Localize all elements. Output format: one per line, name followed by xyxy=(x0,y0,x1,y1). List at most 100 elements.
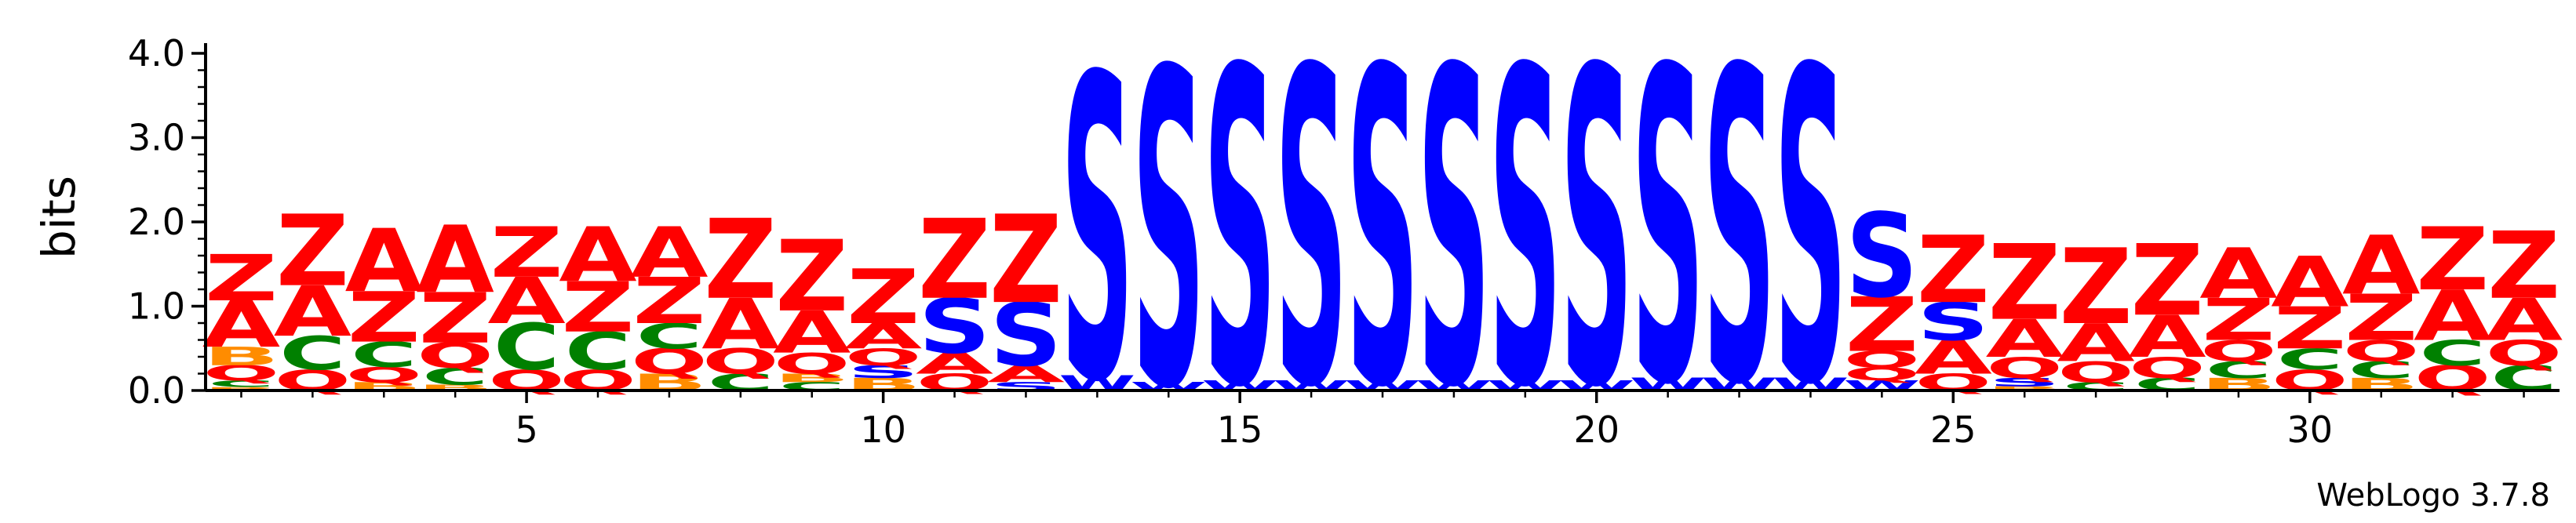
logo-letter-z: Z xyxy=(2130,223,2203,338)
logo-letter-c: C xyxy=(279,326,345,380)
y-ticks: 0.0 1.0 2.0 3.0 4.0 xyxy=(128,32,206,412)
logo-letter-s: S xyxy=(1774,0,1846,479)
logo-letter-a: A xyxy=(1915,331,1992,385)
logo-letter-z: Z xyxy=(1917,217,1990,325)
logo-letter-c: C xyxy=(494,311,559,385)
logo-letter-b: B xyxy=(1986,385,2063,392)
logo-letter-c: C xyxy=(208,379,274,390)
logo-letter-q: Q xyxy=(2343,335,2420,369)
logo-letter-z: Z xyxy=(632,264,705,338)
logo-letter-a: A xyxy=(202,288,280,361)
logo-letter-s: S xyxy=(1703,0,1775,479)
x-tick-label: 15 xyxy=(1217,409,1263,451)
logo-letter-s: S xyxy=(1061,0,1133,474)
logo-letter-a: A xyxy=(630,212,708,293)
logo-letter-z: Z xyxy=(918,195,991,324)
logo-letter-s: S xyxy=(1988,376,2060,389)
logo-letter-s: S xyxy=(1346,0,1419,483)
logo-letter-a: A xyxy=(417,207,494,314)
logo-letter-s: S xyxy=(1631,0,1703,479)
logo-letter-z: Z xyxy=(989,189,1062,331)
logo-letter-z: Z xyxy=(490,212,563,293)
x-ticks: 5 10 15 20 25 30 xyxy=(240,390,2525,451)
logo-letter-s: S xyxy=(918,283,990,371)
logo-letter-s: S xyxy=(1917,292,1989,353)
logo-letter-a: A xyxy=(701,284,779,365)
logo-letter-z: Z xyxy=(419,278,492,359)
logo-letter-q: Q xyxy=(2129,351,2206,385)
logo-letter-c: C xyxy=(351,335,417,376)
x-tick-label: 30 xyxy=(2287,409,2334,451)
logo-letter-s: S xyxy=(1275,0,1347,483)
logo-letter-b: B xyxy=(203,342,280,372)
logo-letter-a: A xyxy=(2199,234,2277,314)
logo-letter-s: S xyxy=(1845,189,1918,324)
logo-letter-z: Z xyxy=(348,278,421,358)
logo-letter-a: A xyxy=(345,212,424,312)
logo-letter-c: C xyxy=(636,316,702,357)
logo-letter-q: Q xyxy=(702,341,779,382)
logo-letter-q: Q xyxy=(774,347,851,381)
logo-letter-a: A xyxy=(2128,303,2206,371)
logo-letter-q: Q xyxy=(1986,351,2063,385)
logo-letter-z: Z xyxy=(847,253,920,341)
logo-letter-a: A xyxy=(844,316,922,357)
logo-letter-a: A xyxy=(773,299,851,366)
logo-letter-a: A xyxy=(987,361,1065,387)
logo-letter-z: Z xyxy=(1845,281,1918,369)
logo-letter-a: A xyxy=(559,211,637,299)
x-tick-label: 25 xyxy=(1930,409,1977,451)
logo-letter-a: A xyxy=(2414,276,2491,357)
logo-letter-c: C xyxy=(422,363,488,390)
logo-letter-q: Q xyxy=(845,343,922,370)
logo-glyph-layer: BCQBAZQCAZBQCZABCQZAQCAZQCZABQCZACQAZCBQ… xyxy=(202,0,2563,485)
logo-letter-a: A xyxy=(2057,313,2134,373)
logo-letter-q: Q xyxy=(345,363,422,387)
logo-letter-s: S xyxy=(1132,0,1204,485)
logo-letter-a: A xyxy=(487,264,565,338)
logo-letter-q: Q xyxy=(417,336,494,376)
logo-letter-c: C xyxy=(2277,343,2343,376)
logo-letter-c: C xyxy=(2419,333,2485,374)
logo-letter-q: Q xyxy=(2057,356,2134,390)
logo-letter-z: Z xyxy=(205,242,278,315)
logo-letter-z: Z xyxy=(2345,281,2418,355)
logo-letter-z: Z xyxy=(704,195,777,324)
logo-letter-q: Q xyxy=(1844,365,1921,385)
y-axis-label: bits xyxy=(32,176,86,259)
logo-letter-a: A xyxy=(916,347,993,381)
logo-letter-z: Z xyxy=(1988,223,2061,343)
y-tick-label: 1.0 xyxy=(128,285,185,328)
logo-letter-q: Q xyxy=(631,341,708,382)
logo-letter-a: A xyxy=(2342,220,2420,314)
logo-letter-a: A xyxy=(274,271,352,352)
logo-letter-s: S xyxy=(1418,0,1490,483)
weblogo-credit: WebLogo 3.7.8 xyxy=(2316,478,2550,514)
logo-letter-s: S xyxy=(989,285,1062,386)
logo-letter-z: Z xyxy=(775,219,848,333)
logo-letter-z: Z xyxy=(2416,210,2489,311)
x-tick-label: 10 xyxy=(860,409,906,451)
logo-letter-s: S xyxy=(1489,0,1561,483)
logo-letter-q: Q xyxy=(203,361,280,386)
logo-letter-q: Q xyxy=(2200,335,2277,369)
logo-letter-z: Z xyxy=(561,267,634,348)
logo-letter-a: A xyxy=(1986,309,2064,369)
logo-letter-q: Q xyxy=(1844,347,1921,373)
y-tick-label: 0.0 xyxy=(128,369,185,412)
logo-letter-q: Q xyxy=(2486,333,2563,374)
x-tick-label: 5 xyxy=(515,409,537,451)
logo-letter-z: Z xyxy=(2060,227,2133,347)
logo-letter-c: C xyxy=(565,321,631,382)
y-tick-label: 2.0 xyxy=(128,201,185,243)
logo-letter-c: C xyxy=(2206,356,2272,383)
logo-letter-z: Z xyxy=(276,194,349,308)
logo-letter-a: A xyxy=(2485,286,2563,354)
y-tick-label: 3.0 xyxy=(128,117,185,159)
logo-letter-z: Z xyxy=(2487,213,2560,321)
logo-letter-c: C xyxy=(2348,356,2414,383)
x-tick-label: 20 xyxy=(1573,409,1620,451)
logo-letter-z: Z xyxy=(2202,286,2275,354)
y-tick-label: 4.0 xyxy=(128,32,185,74)
